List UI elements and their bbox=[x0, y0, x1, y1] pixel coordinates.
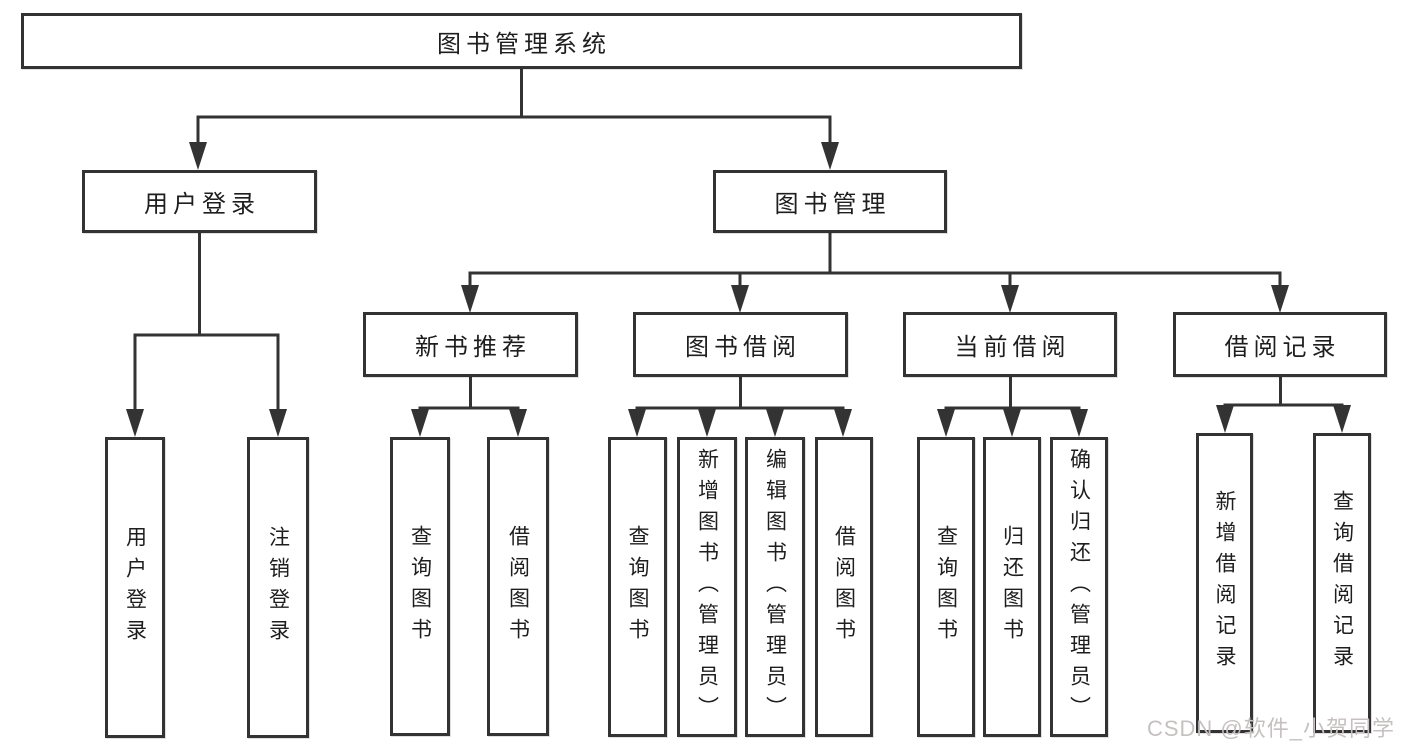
arrowhead-icon bbox=[698, 409, 716, 437]
node-label: 新增图书（管理员） bbox=[695, 447, 719, 727]
node-label: 查询图书 bbox=[626, 525, 649, 649]
node-leaf-edit-books-admin: 编辑图书（管理员） bbox=[745, 437, 805, 737]
node-leaf-user-login: 用户登录 bbox=[105, 437, 165, 738]
arrowhead-icon bbox=[821, 142, 839, 170]
node-current-borrowing: 当前借阅 bbox=[903, 312, 1117, 377]
node-label: 图书管理系统 bbox=[437, 30, 611, 58]
arrowhead-icon bbox=[189, 142, 207, 170]
node-leaf-query-books-recommend: 查询图书 bbox=[390, 437, 450, 736]
node-user-login: 用户登录 bbox=[82, 170, 317, 233]
node-library-management-system: 图书管理系统 bbox=[21, 13, 1022, 69]
arrowhead-icon bbox=[126, 409, 144, 437]
node-label: 借阅图书 bbox=[832, 525, 856, 649]
node-label: 用户登录 bbox=[144, 191, 260, 218]
arrowhead-icon bbox=[1070, 409, 1088, 437]
node-label: 当前借阅 bbox=[954, 334, 1071, 361]
node-label: 查询图书 bbox=[934, 525, 958, 649]
node-leaf-borrow-books-borrowing: 借阅图书 bbox=[815, 437, 873, 737]
arrowhead-icon bbox=[509, 409, 527, 437]
node-borrowing-records: 借阅记录 bbox=[1173, 312, 1387, 377]
arrowhead-icon bbox=[937, 409, 955, 437]
node-label: 借阅记录 bbox=[1224, 334, 1341, 361]
node-label: 新书推荐 bbox=[415, 334, 531, 361]
node-label: 新增借阅记录 bbox=[1213, 490, 1236, 676]
node-label: 借阅图书 bbox=[506, 524, 530, 649]
arrowhead-icon bbox=[461, 285, 479, 313]
arrowhead-icon bbox=[1333, 405, 1351, 433]
arrowhead-icon bbox=[1003, 409, 1021, 437]
node-leaf-query-books-borrowing: 查询图书 bbox=[608, 437, 667, 737]
node-label: 归还图书 bbox=[1000, 525, 1024, 649]
node-leaf-logout: 注销登录 bbox=[247, 437, 309, 738]
node-leaf-query-borrow-record: 查询借阅记录 bbox=[1313, 433, 1371, 733]
arrowhead-icon bbox=[1001, 285, 1019, 313]
arrowhead-icon bbox=[1271, 285, 1289, 313]
node-leaf-add-books-admin: 新增图书（管理员） bbox=[677, 437, 737, 737]
node-book-management: 图书管理 bbox=[713, 170, 947, 233]
node-book-borrowing: 图书借阅 bbox=[633, 312, 848, 377]
node-label: 查询借阅记录 bbox=[1330, 490, 1354, 676]
node-label: 图书借阅 bbox=[685, 334, 801, 361]
node-label: 编辑图书（管理员） bbox=[763, 447, 787, 727]
arrowhead-icon bbox=[628, 409, 646, 437]
node-label: 用户登录 bbox=[123, 525, 147, 650]
node-new-book-recommend: 新书推荐 bbox=[363, 312, 578, 377]
arrowhead-icon bbox=[731, 285, 749, 313]
node-leaf-add-borrow-record: 新增借阅记录 bbox=[1196, 433, 1253, 733]
node-label: 图书管理 bbox=[774, 191, 891, 218]
node-leaf-return-books: 归还图书 bbox=[983, 437, 1041, 737]
node-leaf-confirm-return-admin: 确认归还（管理员） bbox=[1050, 437, 1108, 737]
csdn-watermark: CSDN @软件_小贺同学 bbox=[1146, 716, 1395, 741]
node-label: 注销登录 bbox=[266, 525, 290, 650]
arrowhead-icon bbox=[411, 409, 429, 437]
arrowhead-icon bbox=[1216, 405, 1234, 433]
node-label: 查询图书 bbox=[408, 524, 432, 649]
arrowhead-icon bbox=[766, 409, 784, 437]
node-leaf-query-books-current: 查询图书 bbox=[917, 437, 975, 737]
arrowhead-icon bbox=[269, 409, 287, 437]
node-leaf-borrow-books-recommend: 借阅图书 bbox=[487, 437, 549, 736]
node-label: 确认归还（管理员） bbox=[1067, 447, 1091, 727]
arrowhead-icon bbox=[834, 409, 852, 437]
arrowheads bbox=[126, 142, 1351, 437]
